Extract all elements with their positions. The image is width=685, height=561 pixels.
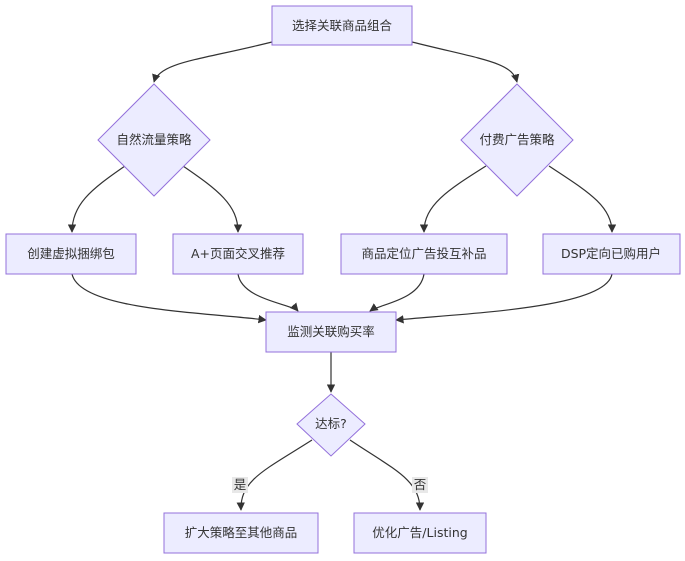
edge-organic-bundle <box>67 165 126 233</box>
edge-label-no: 否 <box>412 477 428 493</box>
node-optimize: 优化广告/Listing <box>353 512 487 554</box>
edge-paid-dsp <box>548 165 617 233</box>
node-start-label: 选择关联商品组合 <box>292 18 393 33</box>
node-decision: 达标? <box>296 393 366 457</box>
node-dsp-label: DSP定向已购用户 <box>561 246 661 261</box>
node-bundle-label: 创建虚拟捆绑包 <box>27 246 115 261</box>
edge-aplus-monitor <box>237 273 299 312</box>
node-paid-label: 付费广告策略 <box>479 132 555 147</box>
node-decision-label: 达标? <box>315 416 347 431</box>
node-optimize-label: 优化广告/Listing <box>372 525 467 540</box>
node-bundle: 创建虚拟捆绑包 <box>5 233 137 275</box>
node-pat: 商品定位广告投互补品 <box>340 233 508 275</box>
node-organic-label: 自然流量策略 <box>116 132 192 147</box>
node-expand-label: 扩大策略至其他商品 <box>185 525 298 540</box>
node-organic: 自然流量策略 <box>97 83 211 197</box>
edge-decision-expand <box>236 439 313 511</box>
node-paid: 付费广告策略 <box>460 83 574 197</box>
node-dsp: DSP定向已购用户 <box>542 233 681 275</box>
edge-start-paid <box>411 41 520 83</box>
node-monitor-label: 监测关联购买率 <box>287 324 375 339</box>
edge-dsp-monitor <box>395 273 613 324</box>
node-pat-label: 商品定位广告投互补品 <box>361 246 486 261</box>
edge-organic-aplus <box>182 165 243 233</box>
edges <box>67 41 617 511</box>
node-start: 选择关联商品组合 <box>271 5 413 46</box>
node-aplus: A+页面交叉推荐 <box>172 233 304 275</box>
edge-pat-monitor <box>369 273 425 312</box>
edge-start-organic <box>152 41 273 83</box>
edge-label-yes-text: 是 <box>234 477 247 492</box>
node-monitor: 监测关联购买率 <box>265 311 397 353</box>
edge-label-yes: 是 <box>232 477 248 493</box>
edge-decision-optimize <box>349 439 425 511</box>
edge-label-no-text: 否 <box>414 477 427 492</box>
edge-paid-pat <box>419 165 487 233</box>
node-expand: 扩大策略至其他商品 <box>163 512 319 554</box>
node-aplus-label: A+页面交叉推荐 <box>191 246 285 261</box>
edge-bundle-monitor <box>71 273 267 324</box>
